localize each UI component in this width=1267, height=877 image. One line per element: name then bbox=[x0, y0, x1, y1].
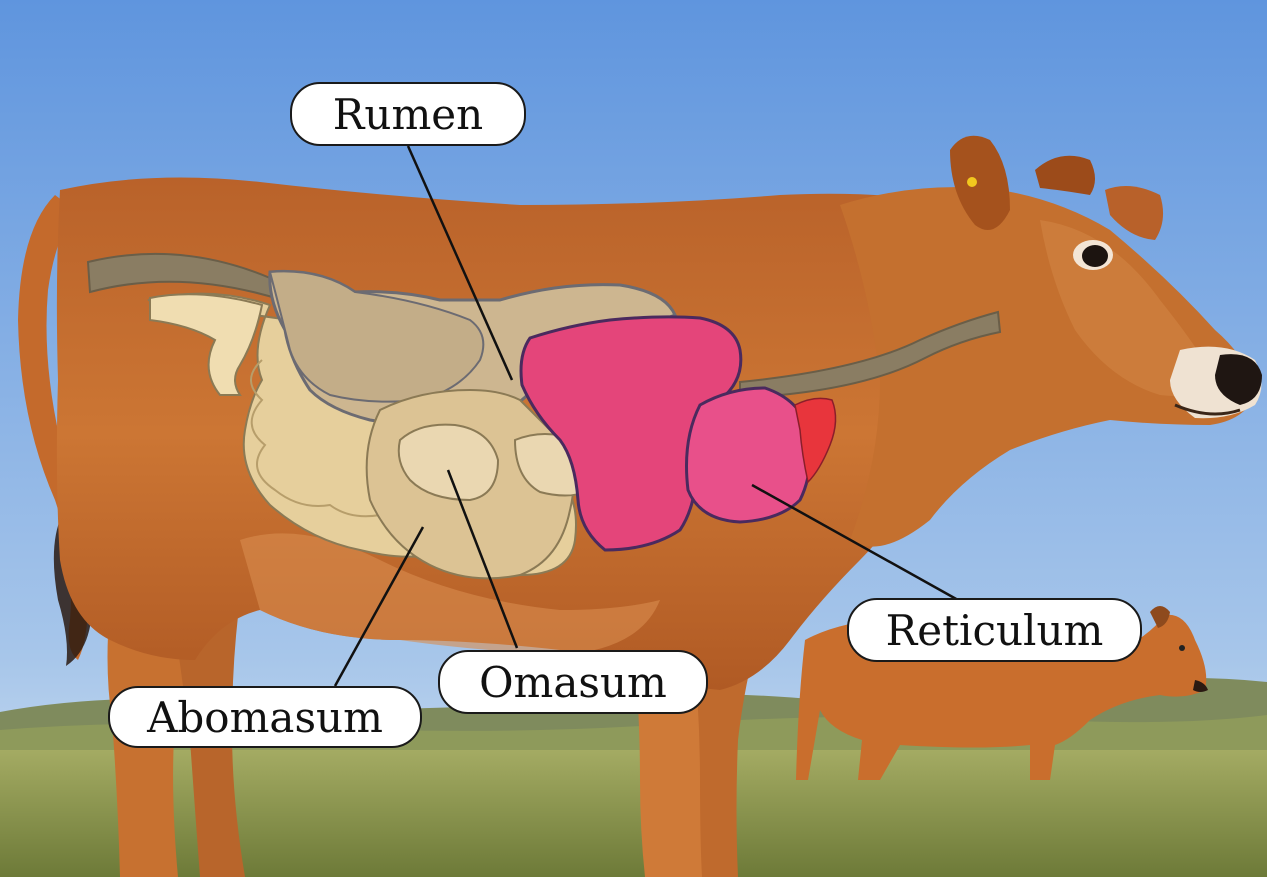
esophagus-tube bbox=[739, 310, 1002, 400]
horn-bump bbox=[1035, 155, 1095, 195]
digestive-system-overlay bbox=[86, 252, 1002, 580]
abomasum-label: Abomasum bbox=[108, 686, 422, 748]
leader-lines bbox=[333, 145, 959, 687]
reticulum-lobe bbox=[685, 386, 812, 524]
reticulum-label: Reticulum bbox=[847, 598, 1142, 662]
nose bbox=[1215, 354, 1262, 405]
belly bbox=[240, 533, 660, 655]
left-ear bbox=[950, 135, 1010, 230]
omasum-organ bbox=[397, 423, 500, 502]
neck bbox=[840, 187, 1255, 547]
omasum-label: Omasum bbox=[438, 650, 708, 714]
rumen-upper-lobe bbox=[268, 270, 485, 403]
rumen-leader bbox=[406, 145, 514, 381]
ear-tag bbox=[967, 177, 977, 187]
right-ear bbox=[1105, 186, 1164, 240]
red-organ bbox=[794, 397, 837, 484]
abomasum-leader bbox=[333, 526, 425, 687]
rumen-label: Rumen bbox=[290, 82, 526, 146]
reticulum-leader bbox=[751, 483, 959, 602]
omasum-leader bbox=[446, 469, 519, 649]
grass-field bbox=[0, 750, 1267, 877]
mouth bbox=[1174, 403, 1241, 416]
intestine-upper bbox=[149, 293, 264, 396]
